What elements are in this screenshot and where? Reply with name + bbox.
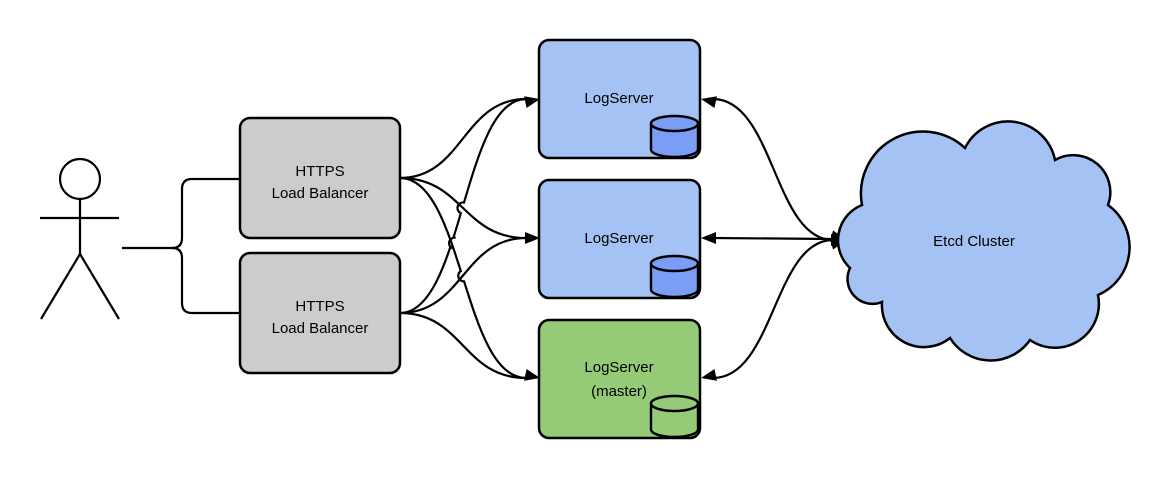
load-balancer-1-node: HTTPS Load Balancer bbox=[238, 116, 402, 240]
logserver-master-node: LogServer (master) bbox=[537, 318, 702, 440]
logserver-master-label-line2: (master) bbox=[591, 383, 647, 400]
load-balancer-1-label-line1: HTTPS bbox=[295, 163, 344, 180]
arrow-logserver3-etcd bbox=[712, 238, 834, 380]
logserver-1-label: LogServer bbox=[584, 90, 653, 107]
database-icon bbox=[649, 254, 700, 299]
database-body bbox=[649, 123, 700, 159]
logserver-2-label: LogServer bbox=[584, 230, 653, 247]
logserver-master-label-line1: LogServer bbox=[584, 359, 653, 376]
arrowhead bbox=[525, 232, 540, 244]
person-head bbox=[58, 157, 102, 201]
database-icon bbox=[649, 394, 700, 439]
arrow-lb2-logserver3 bbox=[399, 311, 527, 380]
line-jump-arc bbox=[448, 236, 456, 250]
cloud-shape bbox=[836, 120, 1131, 362]
person-leg-left bbox=[40, 253, 81, 320]
database-icon bbox=[649, 114, 700, 159]
person-leg-right bbox=[79, 253, 120, 320]
load-balancer-1-label-line2: Load Balancer bbox=[272, 185, 369, 202]
arrowhead bbox=[701, 232, 716, 244]
arrowhead bbox=[524, 369, 540, 381]
arrow-logserver1-etcd bbox=[712, 97, 834, 242]
logserver-2-node: LogServer bbox=[537, 178, 702, 300]
arrow-lb1-logserver1 bbox=[399, 97, 527, 180]
line-jump-arc bbox=[456, 201, 465, 215]
load-balancer-2-label-line1: HTTPS bbox=[295, 298, 344, 315]
database-top bbox=[649, 254, 700, 273]
load-balancer-2-node: HTTPS Load Balancer bbox=[238, 251, 402, 375]
arrowhead bbox=[701, 369, 717, 381]
connector-user-lb2 bbox=[171, 246, 240, 315]
logserver-etcd-arrows bbox=[701, 96, 846, 381]
database-top bbox=[649, 394, 700, 413]
etcd-cluster-label: Etcd Cluster bbox=[933, 233, 1015, 250]
lb-to-logserver-arrows bbox=[399, 96, 540, 381]
arrowhead bbox=[701, 96, 717, 108]
etcd-cluster-node: Etcd Cluster bbox=[836, 120, 1131, 362]
arrow-lb2-logserver2 bbox=[399, 236, 527, 315]
arrowhead bbox=[524, 96, 540, 108]
logserver-1-node: LogServer bbox=[537, 38, 702, 160]
database-body bbox=[649, 403, 700, 439]
connector-user-loadbalancers bbox=[122, 177, 240, 315]
connector-user-lb1 bbox=[122, 177, 240, 250]
database-top bbox=[649, 114, 700, 133]
arrow-lb1-logserver2 bbox=[399, 176, 527, 240]
load-balancer-2-label-line2: Load Balancer bbox=[272, 320, 369, 337]
line-jump-arc bbox=[457, 269, 465, 283]
database-body bbox=[649, 263, 700, 299]
arrow-logserver2-etcd bbox=[712, 236, 834, 241]
person-icon bbox=[40, 157, 120, 320]
